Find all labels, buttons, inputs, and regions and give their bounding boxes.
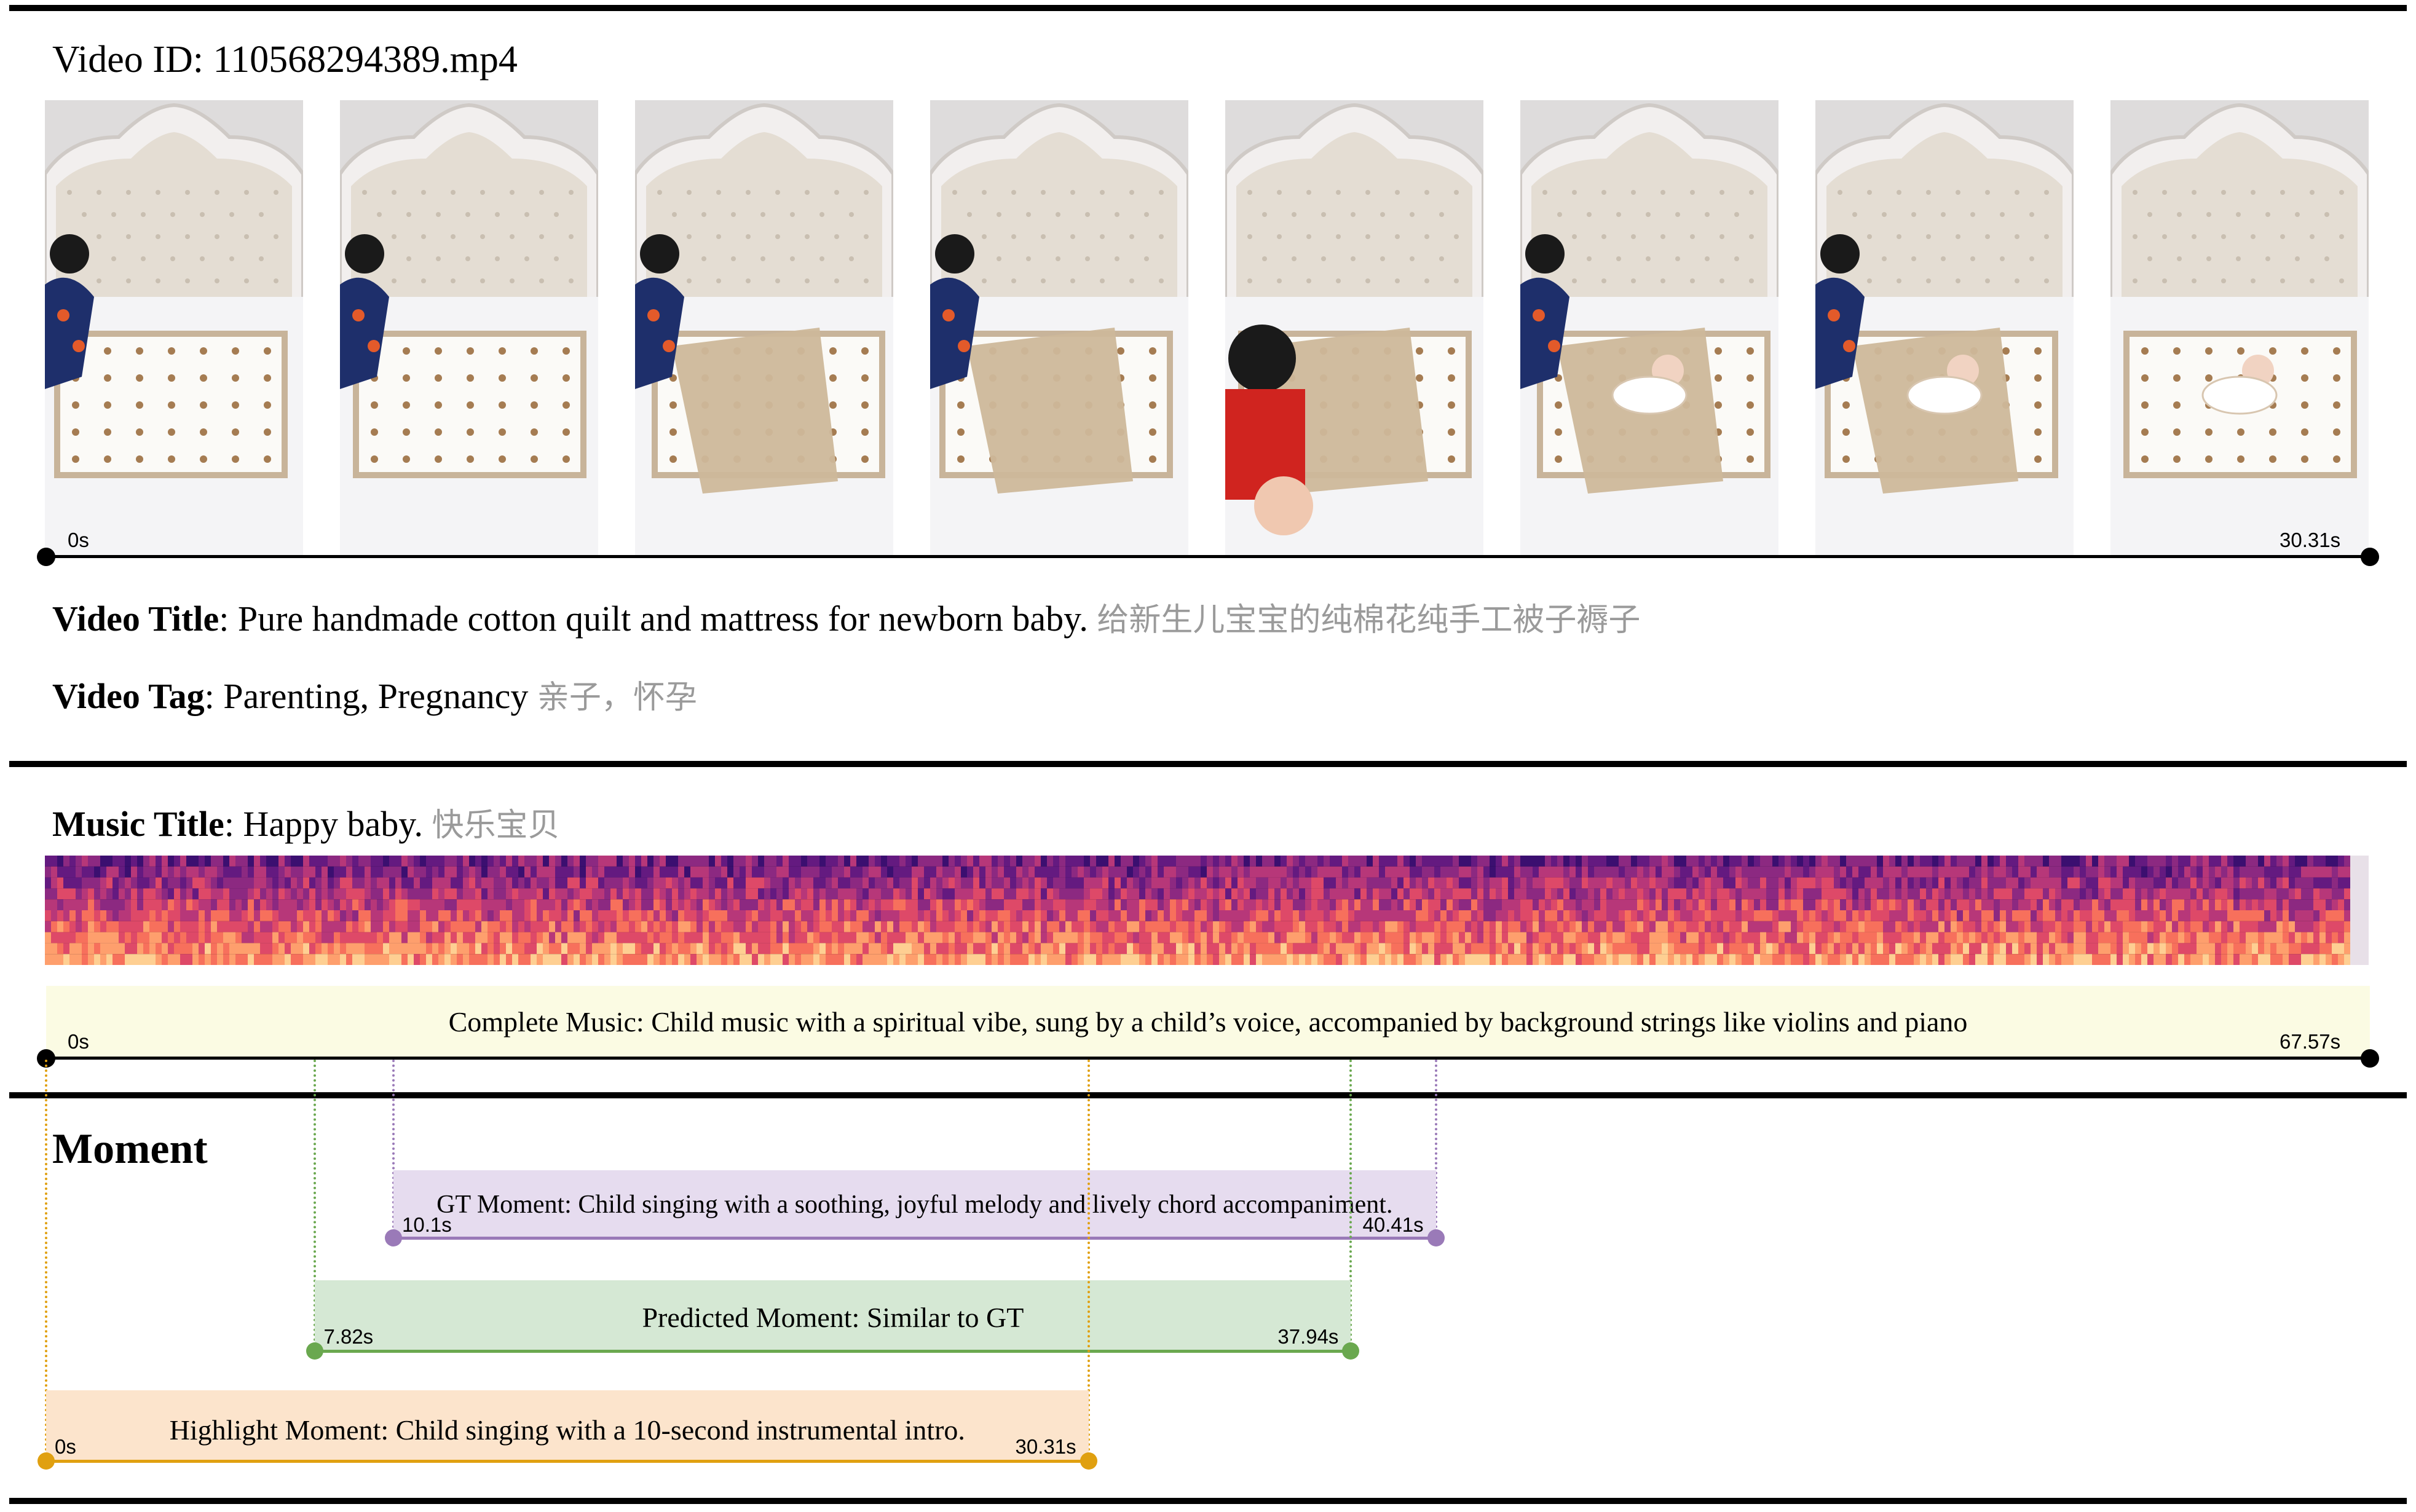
video-tag-key: Video Tag: [52, 676, 205, 716]
gt-moment-start-label: 10.1s: [402, 1213, 452, 1236]
pred-moment-line: [315, 1350, 1351, 1353]
video-title-line: Video Title: Pure handmade cotton quilt …: [52, 594, 1640, 640]
gt-end-guide: [1434, 1060, 1437, 1238]
gt-moment-label: GT Moment: Child singing with a soothing…: [436, 1191, 1393, 1219]
highlight-moment-band: Highlight Moment: Child singing with a 1…: [46, 1390, 1089, 1461]
video-timeline-start-dot: [37, 548, 55, 566]
highlight-moment-start-label: 0s: [55, 1435, 76, 1458]
section-divider-video: [9, 761, 2407, 767]
music-timeline-end-dot: [2361, 1049, 2379, 1068]
gt-moment-line: [393, 1237, 1436, 1240]
music-title-key: Music Title: [52, 804, 224, 844]
video-title-key: Video Title: [52, 599, 219, 639]
video-timeline-end-label: 30.31s: [2280, 529, 2341, 551]
complete-music-label: Complete Music: Child music with a spiri…: [448, 1006, 1968, 1038]
highlight-moment-line: [46, 1460, 1089, 1463]
music-title-chinese: 快乐宝贝: [432, 807, 560, 844]
section-divider-music: [9, 1092, 2407, 1098]
pred-moment-label: Predicted Moment: Similar to GT: [642, 1302, 1024, 1333]
music-timeline-end-label: 67.57s: [2280, 1030, 2341, 1053]
video-frame-8: [2110, 100, 2369, 556]
gt-moment-end-label: 40.41s: [1362, 1213, 1424, 1236]
highlight-start-guide: [45, 1060, 47, 1461]
gt-moment-start-dot: [385, 1229, 402, 1246]
highlight-moment-end-dot: [1080, 1452, 1097, 1470]
highlight-moment-start-dot: [38, 1452, 55, 1470]
music-timeline-line: [46, 1057, 2370, 1060]
spectrogram-image: [45, 856, 2369, 965]
pred-end-guide: [1349, 1060, 1352, 1351]
moment-heading: Moment: [52, 1125, 208, 1173]
video-frame-4: [930, 100, 1188, 556]
video-frame-3: [635, 100, 893, 556]
music-timeline-start-label: 0s: [68, 1030, 89, 1053]
music-spectrogram: [45, 856, 2369, 965]
complete-music-band: Complete Music: Child music with a spiri…: [46, 986, 2370, 1058]
pred-moment-band: Predicted Moment: Similar to GT: [315, 1280, 1351, 1351]
highlight-moment-end-label: 30.31s: [1015, 1435, 1076, 1458]
top-rule: [9, 5, 2407, 11]
video-tag-line: Video Tag: Parenting, Pregnancy 亲子，怀孕: [52, 671, 697, 717]
pred-moment-start-dot: [306, 1342, 324, 1360]
video-frame-5: [1225, 100, 1483, 556]
video-tag-value: : Parenting, Pregnancy: [204, 676, 529, 716]
music-title-value: : Happy baby.: [224, 804, 424, 844]
video-title-value: : Pure handmade cotton quilt and mattres…: [219, 599, 1088, 639]
gt-moment-end-dot: [1427, 1229, 1445, 1246]
music-title-line: Music Title: Happy baby. 快乐宝贝: [52, 799, 560, 845]
video-frame-7: [1815, 100, 2074, 556]
video-frame-1: [45, 100, 303, 556]
highlight-moment-label: Highlight Moment: Child singing with a 1…: [169, 1414, 965, 1446]
bottom-rule: [9, 1498, 2407, 1504]
gt-start-guide: [392, 1060, 395, 1238]
pred-moment-end-dot: [1342, 1342, 1360, 1360]
pred-moment-start-label: 7.82s: [323, 1325, 374, 1348]
pred-start-guide: [314, 1060, 317, 1351]
video-frame-2: [340, 100, 598, 556]
video-timeline-start-label: 0s: [68, 529, 89, 551]
video-timeline-line: [46, 555, 2370, 558]
video-frame-6: [1520, 100, 1778, 556]
video-id-label: Video ID: 110568294389.mp4: [52, 39, 518, 81]
gt-moment-band: GT Moment: Child singing with a soothing…: [393, 1170, 1436, 1238]
video-timeline-end-dot: [2361, 548, 2379, 566]
video-tag-chinese: 亲子，怀孕: [537, 679, 697, 716]
pred-moment-end-label: 37.94s: [1277, 1325, 1339, 1348]
video-title-chinese: 给新生儿宝宝的纯棉花纯手工被子褥子: [1097, 602, 1641, 639]
highlight-end-guide: [1087, 1060, 1090, 1461]
